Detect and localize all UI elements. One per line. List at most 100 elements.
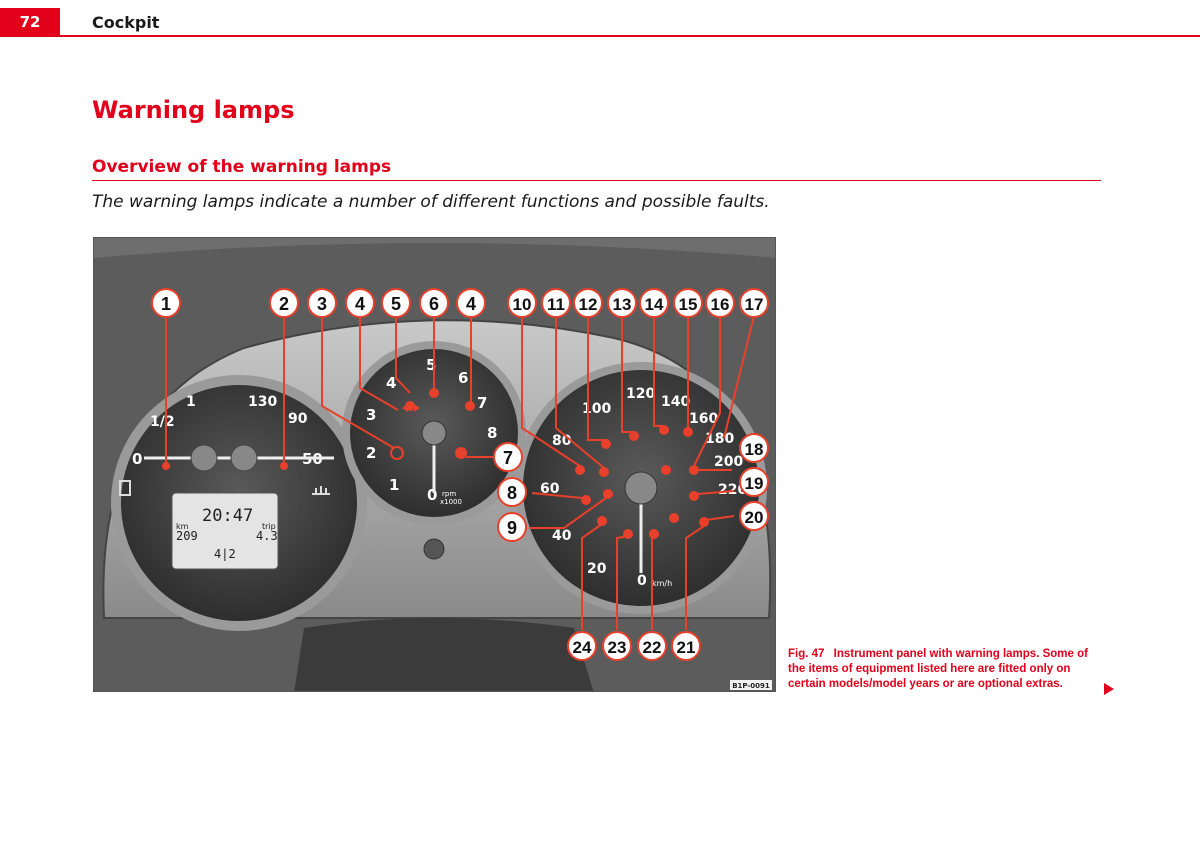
reset-knob — [423, 538, 445, 560]
svg-text:14: 14 — [645, 295, 664, 314]
rpm-unit-top: rpm — [442, 490, 456, 498]
svg-text:12: 12 — [579, 295, 598, 314]
speedometer: 0 20 40 60 80 100 120 140 160 180 200 22… — [515, 362, 767, 614]
fuel-temp-gauge: 0 1/2 1 130 90 50 20:47 km trip 209 4.3 … — [111, 375, 367, 631]
svg-text:24: 24 — [573, 638, 592, 657]
clock-readout: 20:47 — [202, 506, 253, 526]
svg-text:3: 3 — [317, 294, 327, 314]
callout-1: 1 — [151, 288, 181, 318]
odometer-readout: 209 — [176, 529, 198, 543]
svg-text:4: 4 — [355, 294, 365, 314]
callout-6: 6 — [419, 288, 449, 318]
fuel-full-label: 1 — [186, 394, 196, 410]
callouts-bottom: 24 23 22 21 — [567, 631, 701, 661]
gear-readout: 4|2 — [214, 547, 236, 561]
callout-12: 12 — [573, 288, 603, 318]
callout-16: 16 — [705, 288, 735, 318]
svg-text:6: 6 — [429, 294, 439, 314]
svg-text:16: 16 — [711, 295, 730, 314]
figure-number: Fig. 47 — [788, 648, 825, 660]
svg-text:9: 9 — [507, 518, 517, 538]
trip-display — [171, 492, 279, 570]
fuel-empty-label: 0 — [132, 450, 142, 468]
svg-text:17: 17 — [745, 295, 764, 314]
rpm-tick-2: 2 — [366, 444, 376, 462]
caption-text: Instrument panel with warning lamps. Som… — [788, 648, 1088, 690]
fuel-icon — [119, 480, 131, 496]
callout-3: 3 — [307, 288, 337, 318]
callout-18: 18 — [739, 433, 769, 463]
rpm-tick-6: 6 — [458, 369, 468, 387]
figure-caption: Fig. 47 Instrument panel with warning la… — [788, 647, 1108, 692]
callout-22: 22 — [637, 631, 667, 661]
callout-5: 5 — [381, 288, 411, 318]
callouts-right: 7 8 9 18 19 20 — [493, 433, 769, 542]
speed-tick-120: 120 — [626, 386, 655, 402]
page-number: 72 — [0, 8, 60, 37]
preheat-lamp-icon — [390, 446, 404, 460]
callout-4a: 4 — [345, 288, 375, 318]
svg-text:23: 23 — [608, 638, 627, 657]
speed-tick-100: 100 — [582, 401, 611, 417]
rpm-tick-8: 8 — [487, 424, 497, 442]
callout-24: 24 — [567, 631, 597, 661]
svg-text:10: 10 — [513, 295, 532, 314]
rpm-tick-3: 3 — [366, 406, 376, 424]
fuel-half-label: 1/2 — [150, 414, 175, 430]
speed-tick-200: 200 — [714, 454, 743, 470]
svg-text:7: 7 — [503, 448, 513, 468]
svg-text:20: 20 — [745, 508, 764, 527]
section-subheading: Overview of the warning lamps — [92, 157, 392, 177]
svg-text:2: 2 — [279, 294, 289, 314]
page-header: 72 Cockpit — [0, 0, 1200, 37]
svg-text:19: 19 — [745, 474, 764, 493]
section-title: Cockpit — [92, 13, 160, 32]
svg-text:11: 11 — [547, 295, 565, 314]
indicator-right-lamp-icon — [465, 401, 475, 411]
fog-lamp-icon — [455, 447, 467, 459]
speed-tick-140: 140 — [661, 394, 690, 410]
svg-text:21: 21 — [677, 638, 696, 657]
header-rule — [60, 35, 1200, 37]
speed-unit: km/h — [652, 579, 672, 588]
instrument-panel-figure: 0 1/2 1 130 90 50 20:47 km trip 209 4.3 … — [93, 237, 776, 692]
rpm-tick-4: 4 — [386, 374, 396, 392]
subheading-rule — [92, 180, 1101, 181]
intro-text: The warning lamps indicate a number of d… — [92, 192, 770, 212]
rpm-gauge: 0 1 2 3 4 5 6 7 8 rpm x1000 — [342, 341, 526, 525]
speed-tick-180: 180 — [705, 431, 734, 447]
speed-tick-60: 60 — [540, 481, 560, 497]
callout-17: 17 — [739, 288, 769, 318]
svg-text:5: 5 — [391, 294, 401, 314]
svg-text:18: 18 — [745, 440, 764, 459]
callout-19: 19 — [739, 467, 769, 497]
rpm-unit-bottom: x1000 — [440, 498, 462, 506]
km-label: km — [176, 522, 189, 531]
coolant-icon — [312, 486, 330, 495]
svg-text:4: 4 — [466, 294, 476, 314]
svg-text:1: 1 — [161, 294, 171, 314]
speed-tick-40: 40 — [552, 528, 572, 544]
callout-leaders — [165, 316, 735, 630]
trip-readout: 4.3 — [256, 529, 278, 543]
rpm-tick-0: 0 — [427, 486, 437, 504]
svg-text:22: 22 — [643, 638, 662, 657]
callout-11: 11 — [541, 288, 571, 318]
callout-14: 14 — [639, 288, 669, 318]
speed-tick-20: 20 — [587, 561, 607, 577]
callout-4b: 4 — [456, 288, 486, 318]
rpm-tick-1: 1 — [389, 476, 399, 494]
svg-text:15: 15 — [679, 295, 698, 314]
speed-tick-160: 160 — [689, 411, 718, 427]
callouts-top: 1 2 3 4 5 6 4 10 11 12 13 14 15 16 17 — [151, 288, 769, 318]
temp-high-label: 130 — [248, 394, 277, 410]
speed-tick-0: 0 — [637, 573, 647, 589]
trip-label: trip — [262, 522, 276, 531]
rpm-tick-5: 5 — [426, 356, 436, 374]
callout-8: 8 — [497, 477, 527, 507]
svg-text:13: 13 — [613, 295, 632, 314]
speed-tick-80: 80 — [552, 433, 572, 449]
callout-15: 15 — [673, 288, 703, 318]
callout-2: 2 — [269, 288, 299, 318]
callout-20: 20 — [739, 501, 769, 531]
